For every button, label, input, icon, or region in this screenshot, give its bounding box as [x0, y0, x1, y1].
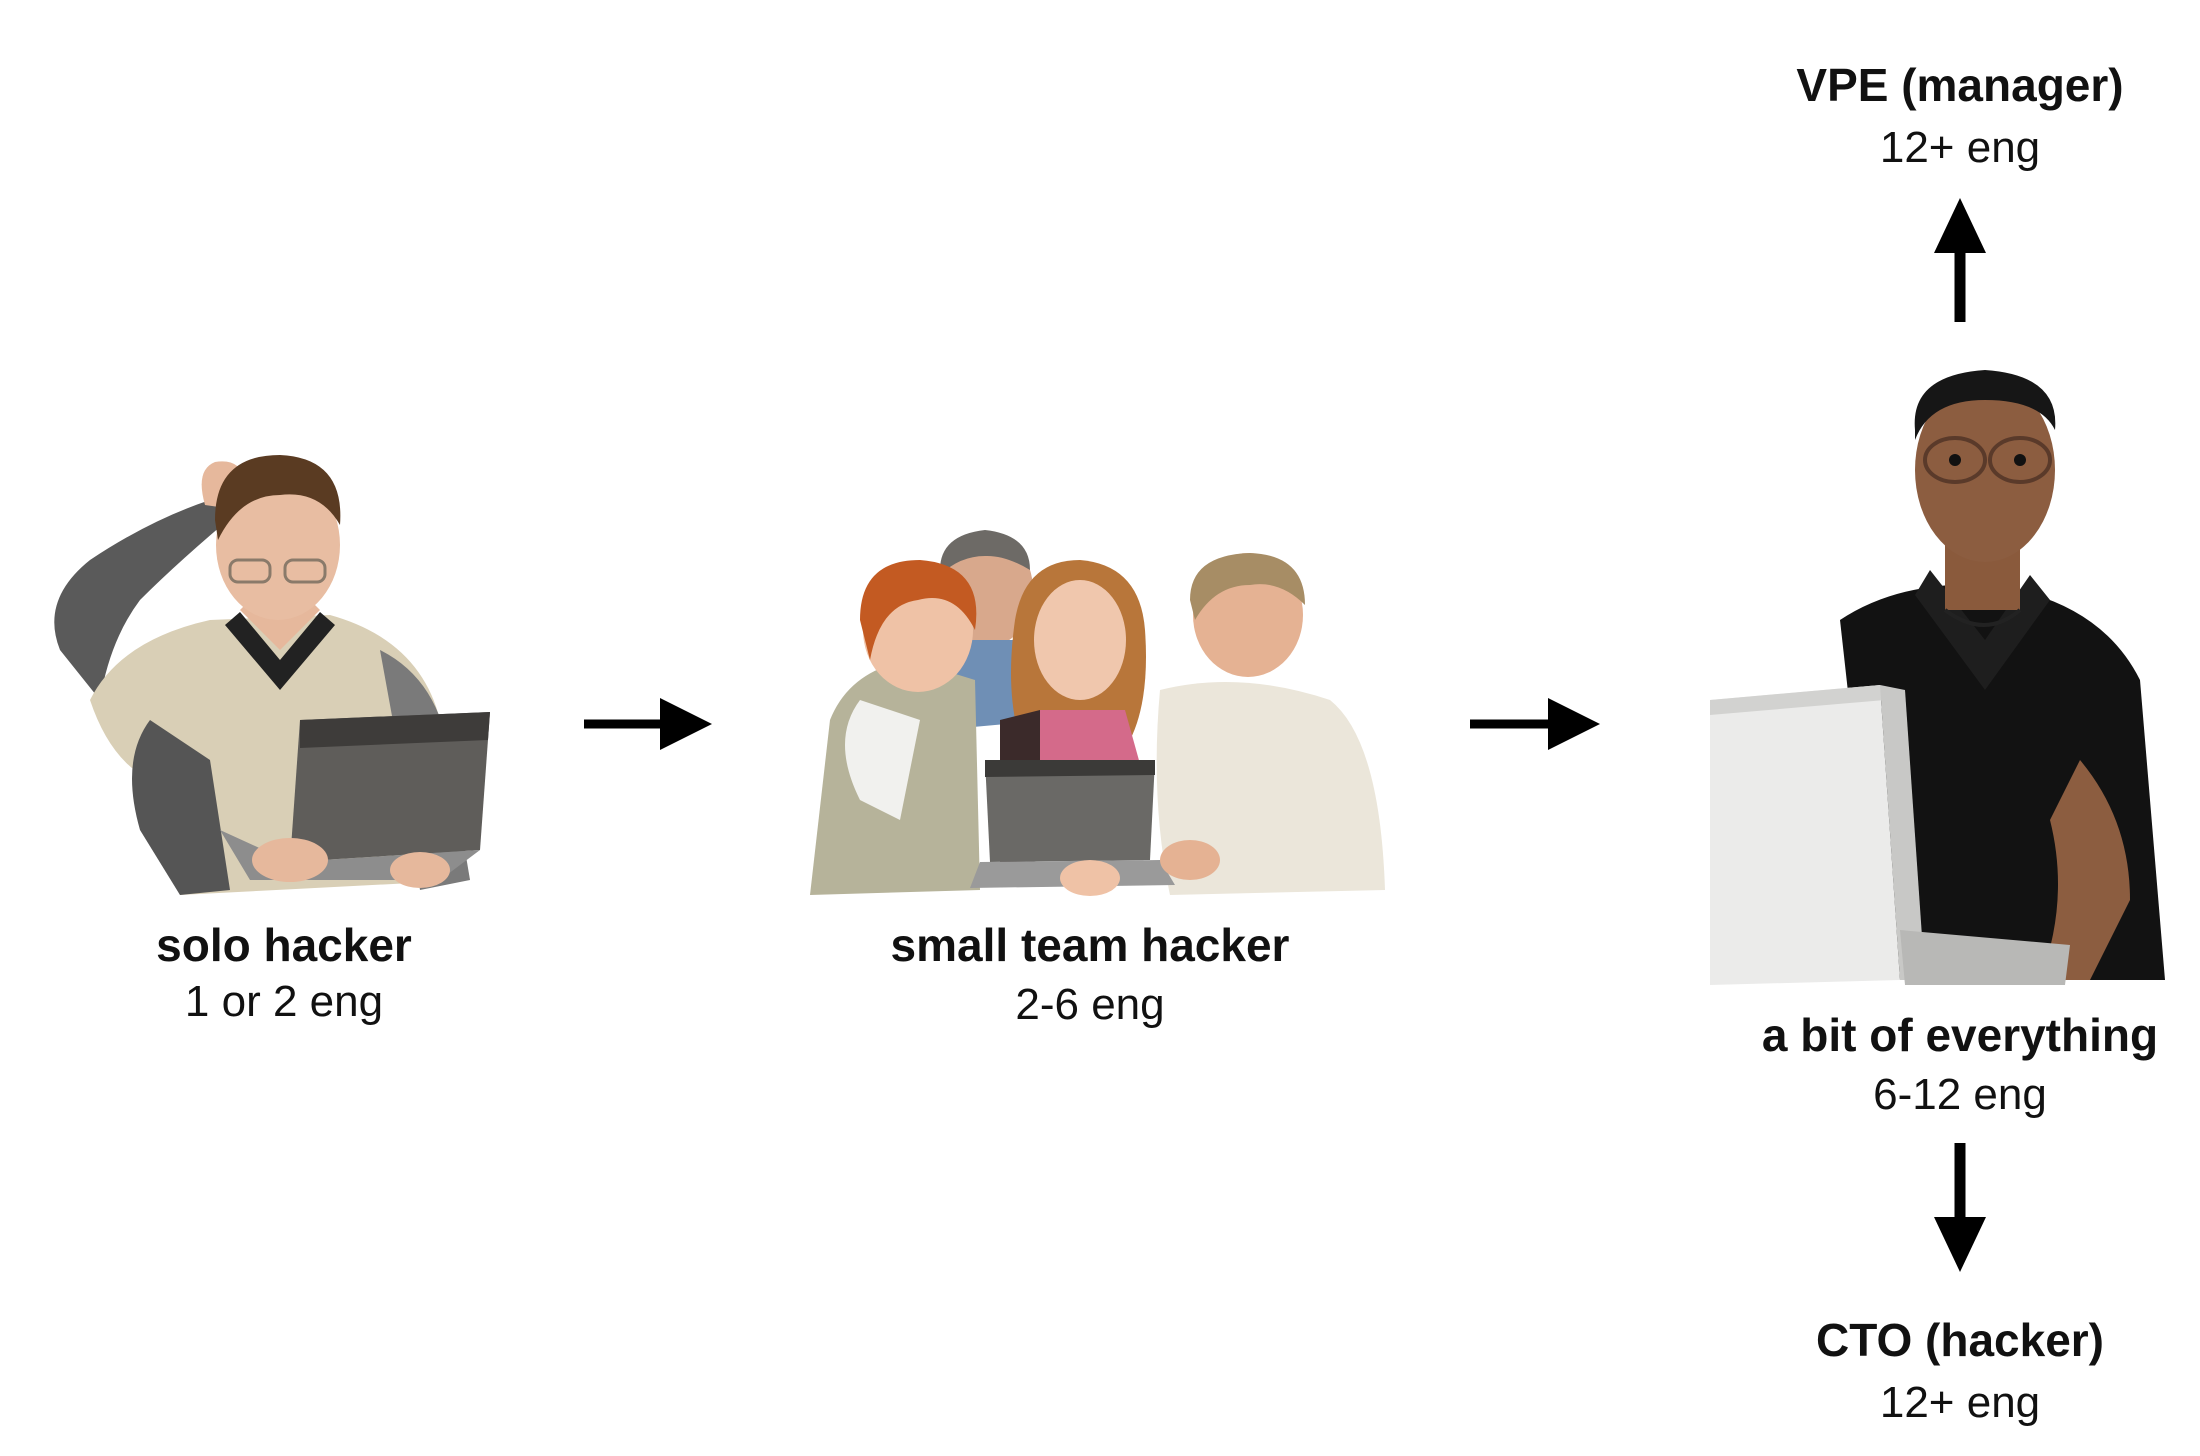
generalist-title: a bit of everything: [1761, 1009, 2159, 1061]
solo-hacker-title: solo hacker: [156, 919, 412, 971]
small-team-title: small team hacker: [890, 919, 1290, 971]
vpe-team-size: 12+ eng: [1879, 123, 2041, 172]
small-team-photo: [810, 530, 1385, 896]
cto-team-size: 12+ eng: [1879, 1378, 2041, 1427]
solo-hacker-team-size: 1 or 2 eng: [184, 977, 384, 1026]
solo-hacker-photo: [54, 455, 490, 895]
vpe-title: VPE (manager): [1796, 59, 2124, 111]
arrow-team-to-generalist: [1470, 698, 1600, 750]
arrow-up-to-vpe: [1934, 198, 1986, 322]
generalist-team-size: 6-12 eng: [1873, 1070, 2047, 1119]
arrow-down-to-cto: [1934, 1143, 1986, 1272]
generalist-photo: [1710, 370, 2165, 985]
arrow-solo-to-team: [584, 698, 712, 750]
small-team-team-size: 2-6 eng: [1015, 980, 1165, 1029]
cto-title: CTO (hacker): [1815, 1314, 2105, 1366]
